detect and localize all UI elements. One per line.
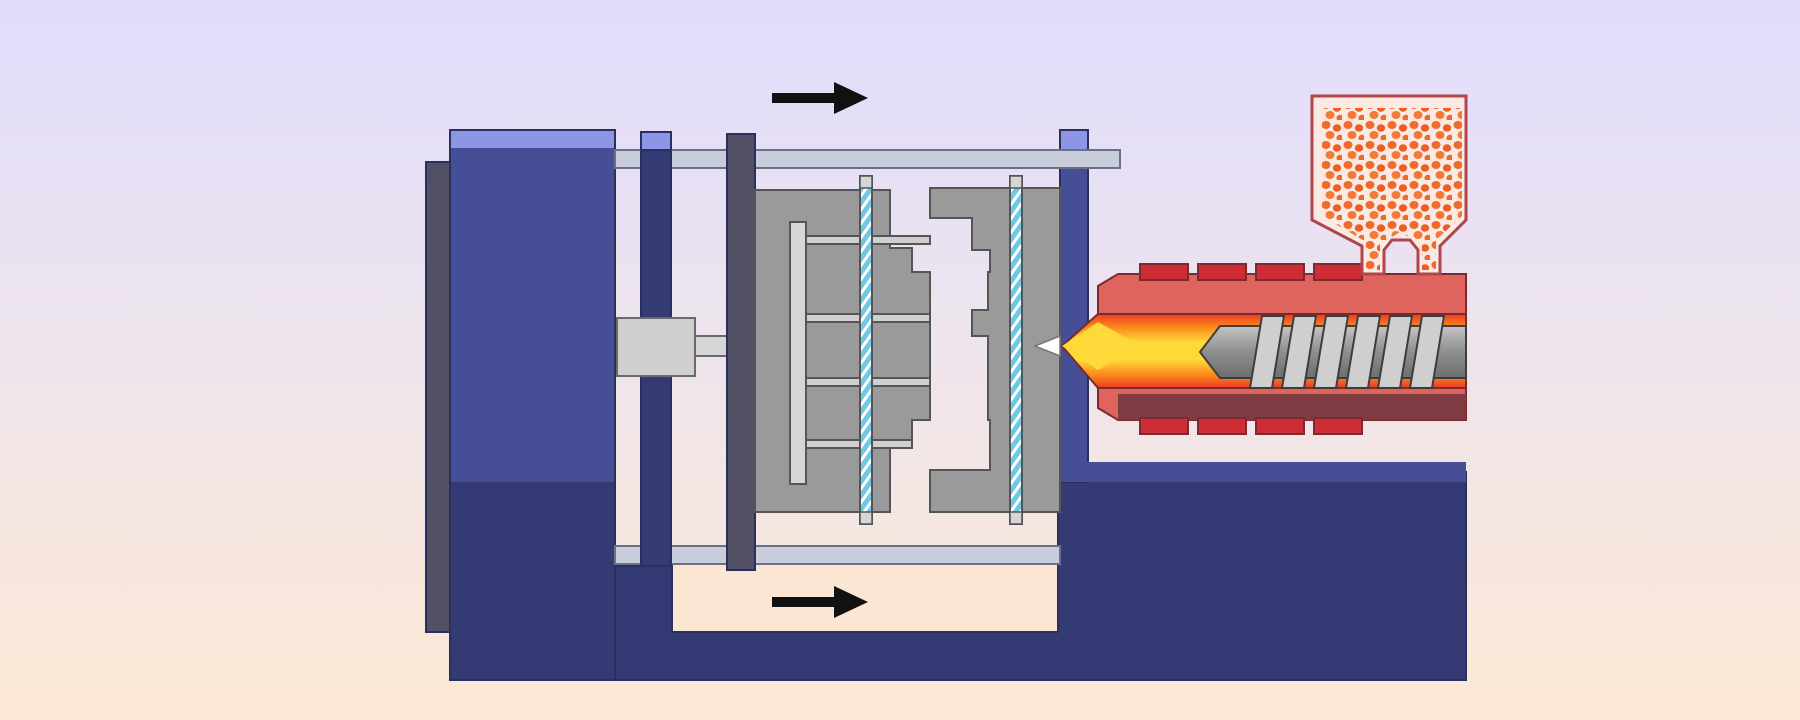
injection-unit-bed (1060, 462, 1466, 482)
heater-band-top-3 (1255, 263, 1305, 281)
tie-bar-top (614, 149, 1121, 169)
heater-band-bottom-2 (1197, 417, 1247, 435)
heater-band-bottom-1 (1139, 417, 1189, 435)
heater-bands (1139, 263, 1363, 435)
arrow-right-icon (772, 82, 868, 114)
rear-block-outline (449, 129, 616, 681)
frame-opening (671, 559, 1059, 633)
heater-band-top-2 (1197, 263, 1247, 281)
fixed-platen-highlight (1059, 129, 1089, 151)
sprue (1032, 334, 1061, 358)
plastic-pellets (1322, 108, 1462, 270)
fixed-mold-half (929, 175, 1061, 525)
heater-band-bottom-3 (1255, 417, 1305, 435)
fixed-platen (1059, 129, 1089, 483)
screw (1198, 315, 1467, 389)
barrel-shadow (1118, 394, 1466, 420)
rear-block-highlight (450, 130, 615, 148)
cooling-channel-fixed (1009, 175, 1023, 525)
hopper (1310, 94, 1468, 276)
rear-block-upper (450, 130, 615, 482)
cooling-channel-moving (859, 175, 873, 525)
nozzle-melt (1062, 322, 1130, 370)
clamp-piston-head (616, 317, 696, 377)
heater-band-top-4 (1313, 263, 1363, 281)
ejector-plate (789, 221, 807, 485)
clamp-link-highlight (640, 131, 672, 151)
moving-platen (726, 133, 756, 571)
heater-band-top-1 (1139, 263, 1189, 281)
heater-band-bottom-4 (1313, 417, 1363, 435)
moving-mold-half (754, 175, 931, 525)
injection-barrel (1060, 263, 1467, 435)
machine-frame (425, 129, 1467, 681)
rear-end-cap (425, 161, 451, 633)
arrow-right-icon (772, 586, 868, 618)
tie-bar-bottom (614, 545, 1061, 565)
fixed-mold-body (929, 187, 1061, 513)
